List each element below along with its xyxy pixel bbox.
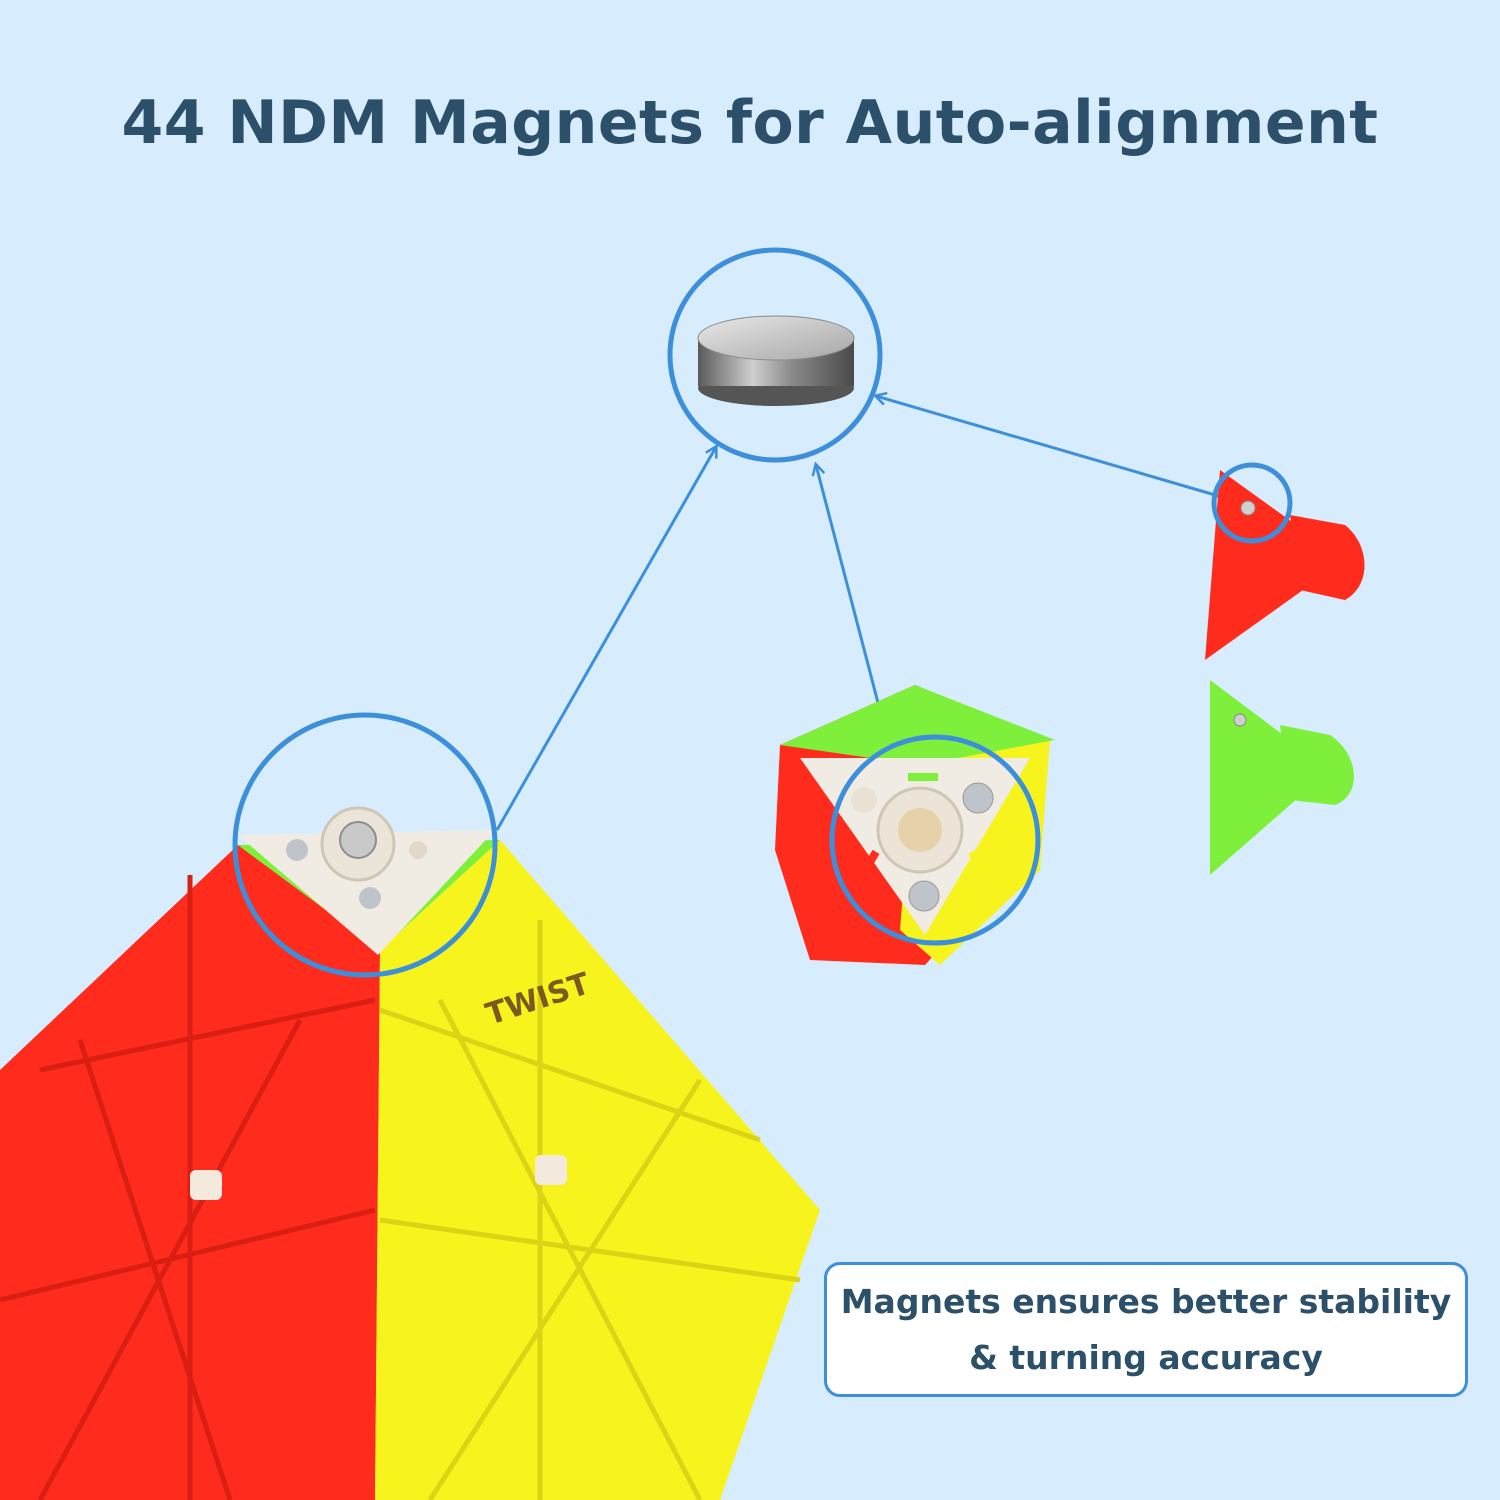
pointer-arrows	[495, 396, 1223, 831]
core-piece	[775, 685, 1055, 965]
page-title: 44 NDM Magnets for Auto-alignment	[121, 88, 1379, 158]
feature-caption: Magnets ensures better stability & turni…	[824, 1262, 1468, 1397]
caption-line-2: & turning accuracy	[969, 1337, 1323, 1377]
red-corner-piece	[1205, 462, 1365, 660]
caption-line-1: Magnets ensures better stability	[840, 1281, 1452, 1321]
pyramid-cube: TWIST	[0, 712, 820, 1500]
green-corner-piece	[1210, 680, 1354, 875]
magnet-closeup	[667, 247, 883, 463]
